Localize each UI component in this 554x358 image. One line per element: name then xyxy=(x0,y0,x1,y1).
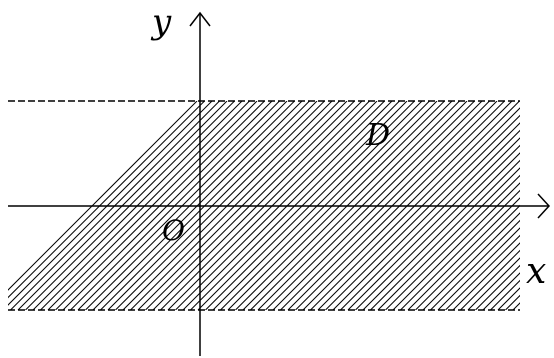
region-label: D xyxy=(365,118,390,153)
hatch-line xyxy=(415,204,520,310)
hatch-line xyxy=(475,264,520,310)
x-axis-label: x xyxy=(526,251,546,292)
hatch-line xyxy=(422,212,520,310)
origin-label: O xyxy=(162,214,185,247)
hatch-line xyxy=(437,227,520,310)
y-axis-label: y xyxy=(150,2,172,42)
hatch-line xyxy=(551,101,554,310)
hatch-line xyxy=(460,249,520,310)
x-axis-arrowhead xyxy=(537,193,551,219)
hatch-line xyxy=(445,234,520,310)
hatch-line xyxy=(430,219,520,310)
hatch-line xyxy=(452,242,520,310)
hatch-line xyxy=(467,257,520,310)
hatch-line xyxy=(482,272,520,310)
y-axis-arrowhead xyxy=(189,11,211,27)
